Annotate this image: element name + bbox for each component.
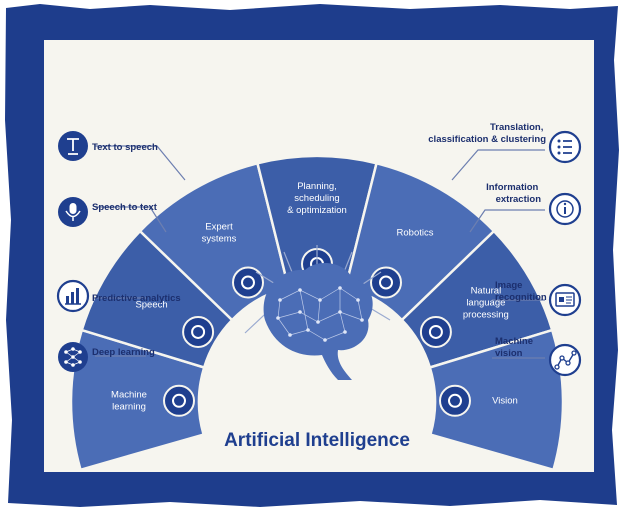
segment-label-7: Vision [492, 395, 518, 406]
label-machine-vision: Machine vision [495, 336, 536, 359]
label-speech-to-text: Speech to text [92, 202, 158, 213]
label-image-line-1: Image [495, 280, 522, 291]
robot-icon-glyph [379, 275, 393, 290]
label-deep-learning: Deep learning [92, 347, 155, 358]
label-translation-line-2: classification & clustering [428, 134, 546, 145]
connector-translation [451, 149, 545, 181]
connector-speech-to-text [95, 206, 167, 233]
left-items: Text to speech Speech to text Predictive… [56, 131, 186, 372]
label-information-extraction: Information extraction [486, 182, 541, 205]
gear-icon-glyph [172, 393, 187, 408]
segment-4-line-2: scheduling [294, 193, 339, 204]
segment-label-4: Planning,scheduling& optimization [287, 181, 347, 216]
segment-label-2: Speech [135, 300, 167, 311]
segment-6-line-3: processing [463, 310, 509, 321]
robot-icon [370, 266, 402, 299]
label-image-recognition: Image recognition [495, 280, 547, 303]
id-card-icon [548, 283, 582, 317]
connector-info-extraction [469, 209, 545, 233]
right-items: Translation, classification & clustering… [428, 122, 582, 377]
speaker-person-icon-glyph [191, 324, 206, 339]
connector-text-to-speech [95, 145, 186, 181]
diagram-title: Artificial Intelligence [224, 430, 410, 451]
segment-1-line-2: learning [112, 401, 146, 412]
segment-4-line-3: & optimization [287, 205, 347, 216]
expert-gear-icon-glyph [241, 275, 255, 290]
label-image-line-2: recognition [495, 292, 547, 303]
segment-7-line-1: Vision [492, 395, 518, 406]
segment-3-line-1: Expert [205, 221, 233, 232]
segment-1-line-1: Machine [111, 389, 147, 400]
label-machine-vision-line-2: vision [495, 348, 523, 359]
label-machine-vision-line-1: Machine [495, 336, 533, 347]
label-information-line-2: extraction [496, 194, 542, 205]
segment-2-line-1: Speech [135, 300, 167, 311]
expert-gear-icon [232, 266, 264, 299]
segment-5-line-1: Robotics [397, 227, 434, 238]
label-translation-line-1: Translation, [490, 122, 543, 133]
globe-icon [419, 315, 452, 348]
segment-6-line-1: Natural [471, 286, 502, 297]
speaker-person-icon [182, 315, 215, 348]
gear-icon [163, 384, 196, 417]
brain-icon [263, 263, 373, 380]
segment-3-line-2: systems [202, 233, 237, 244]
globe-icon-glyph [428, 324, 443, 339]
label-text-to-speech: Text to speech [92, 142, 158, 153]
segment-4-line-1: Planning, [297, 181, 337, 192]
label-translation: Translation, classification & clustering [428, 122, 546, 145]
eye-icon-glyph [447, 393, 462, 408]
label-information-line-1: Information [486, 182, 538, 193]
segment-6-line-2: language [466, 298, 505, 309]
segment-label-5: Robotics [397, 227, 434, 238]
label-predictive-analytics: Predictive analytics [92, 293, 181, 304]
eye-icon [438, 384, 471, 417]
